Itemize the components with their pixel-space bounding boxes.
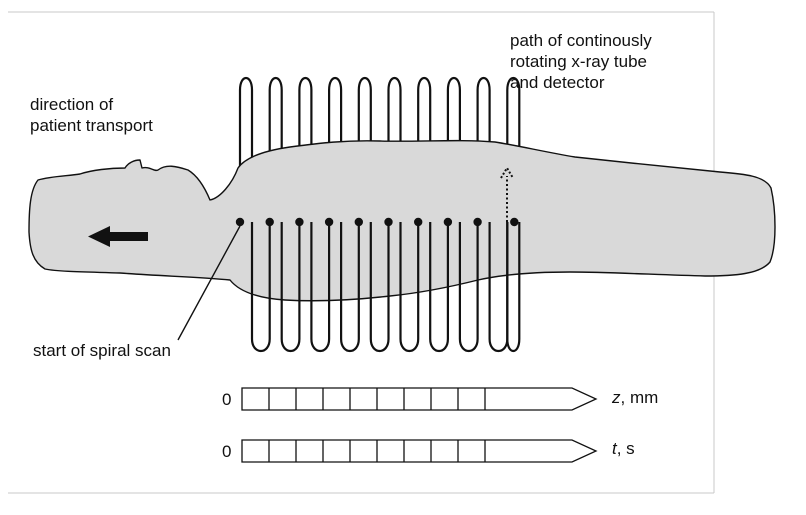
z-axis-zero-label: 0 [222,390,232,409]
spiral-front-loops [250,222,521,353]
spiral-intersection-dots [235,217,519,227]
spiral-start-label: start of spiral scan [33,341,171,360]
z-axis-name-label: z, mm [612,388,658,408]
spiral-back-loop [387,76,402,222]
spiral-intersection-dot [235,217,245,227]
spiral-back-loop [446,76,461,222]
transport-arrow-icon [88,226,148,247]
spiral-back-loop [238,76,254,222]
spiral-front-loop [250,222,271,353]
patient-transport-label-line-2: patient transport [30,116,153,135]
spiral-back-loop [476,76,491,222]
spiral-intersection-dot [473,217,482,227]
spiral-front-loop [429,222,449,353]
timeline-axes [241,387,598,463]
xray-path-label-line-2: rotating x-ray tube [510,52,648,71]
spiral-front-loop [280,222,301,353]
spiral-front-loop [310,222,331,353]
spiral-back-loops [238,76,521,222]
t-axis-zero-label: 0 [222,442,232,461]
spiral-back-loop [268,76,283,222]
spiral-back-loop [298,76,313,222]
spiral-front-loop [369,222,390,353]
spiral-intersection-dot [414,217,423,227]
start-leader-line [177,225,241,341]
spiral-intersection-dot [354,217,363,227]
spiral-front-loop [506,222,521,353]
t-axis-unit: , s [616,439,635,458]
spiral-intersection-dot [384,217,393,227]
spiral-intersection-dot [324,217,334,227]
t-axis-name-label: t, s [612,439,635,459]
t-axis-variable: t [612,439,617,458]
xray-path-label-line-1: path of continously [510,31,652,50]
patient-body [28,139,776,302]
patient-transport-label: direction of patient transport [30,94,153,136]
xray-path-label: path of continously rotating x-ray tube … [510,30,652,93]
z-axis-unit: , mm [620,388,659,407]
spiral-front-loop [458,222,479,353]
spiral-intersection-dot [443,217,453,227]
spiral-back-loop [506,76,521,222]
spiral-back-loop [328,76,343,222]
spiral-intersection-dot [510,217,519,227]
spiral-front-loop [399,222,420,353]
z-axis-arrow [241,387,598,411]
spiral-back-loop [417,76,432,222]
z-axis-variable: z [612,388,621,407]
spiral-intersection-dot [295,217,304,227]
spiral-back-loop [357,76,372,222]
patient-transport-label-line-1: direction of [30,95,114,114]
t-axis-arrow [241,439,598,463]
xray-path-label-line-3: and detector [510,73,605,92]
spiral-intersection-dot [265,217,274,227]
spiral-front-loop [340,222,360,353]
